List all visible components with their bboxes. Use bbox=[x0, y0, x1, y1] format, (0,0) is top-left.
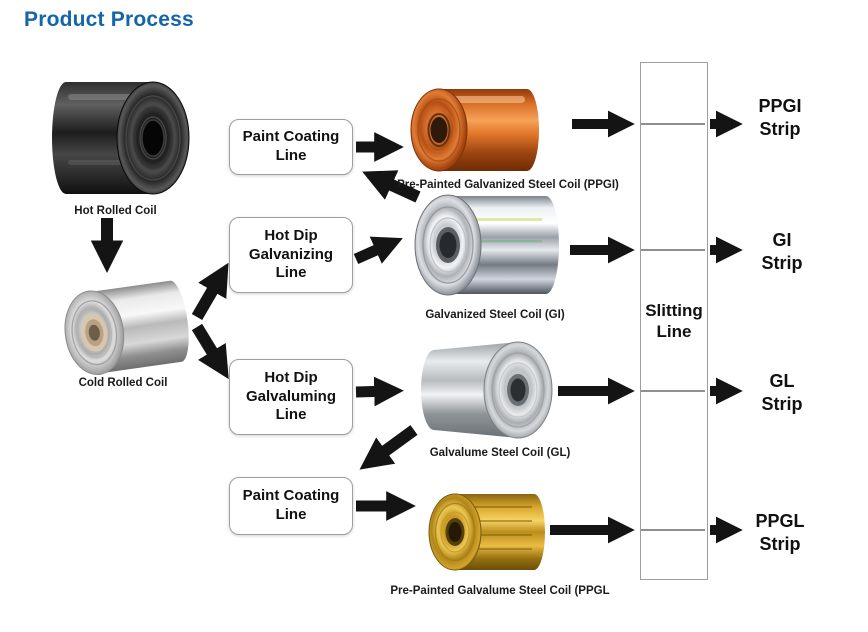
process-box-hot-dip-galvanizing-label: Hot Dip Galvanizing Line bbox=[248, 226, 334, 282]
process-box-hot-dip-galvaluming: Hot Dip Galvaluming Line bbox=[229, 359, 353, 435]
arrow-galvanizing-to-gi bbox=[353, 236, 403, 265]
process-box-paint-coating-top: Paint Coating Line bbox=[229, 119, 353, 175]
process-box-paint-coating-bottom: Paint Coating Line bbox=[229, 477, 353, 535]
ppgi-coil-image bbox=[405, 80, 545, 180]
hot-rolled-coil-image bbox=[38, 72, 193, 204]
slitting-line-box: Slitting Line bbox=[640, 62, 708, 580]
output-label-ppgl-strip: PPGL Strip bbox=[755, 511, 805, 554]
slitting-pass-line-ppgi bbox=[641, 123, 705, 125]
output-label-gi-strip: GI Strip bbox=[761, 230, 803, 273]
arrow-gl-to-paint-bottom bbox=[359, 425, 418, 470]
page-title: Product Process bbox=[24, 8, 194, 31]
process-box-hot-dip-galvaluming-label: Hot Dip Galvaluming Line bbox=[245, 368, 337, 424]
hot-rolled-coil-label: Hot Rolled Coil bbox=[74, 205, 157, 217]
slitting-line-label: Slitting Line bbox=[645, 300, 703, 341]
ppgl-coil-image bbox=[422, 486, 552, 578]
process-box-paint-coating-bottom-label: Paint Coating Line bbox=[242, 487, 340, 523]
ppgi-coil-label: Pre-Painted Galvanized Steel Coil (PPGI) bbox=[397, 179, 619, 191]
arrow-galvaluming-to-gl bbox=[355, 376, 404, 407]
process-box-hot-dip-galvanizing: Hot Dip Galvanizing Line bbox=[229, 217, 353, 293]
arrow-cold-to-galvaluming bbox=[191, 323, 229, 380]
gl-coil-image bbox=[410, 336, 555, 444]
output-label-gl-strip: GL Strip bbox=[761, 371, 803, 414]
cold-rolled-coil-image bbox=[52, 269, 205, 388]
gi-coil-label: Galvanized Steel Coil (GI) bbox=[425, 309, 565, 321]
process-box-paint-coating-top-label: Paint Coating Line bbox=[242, 128, 340, 164]
slitting-pass-line-gl bbox=[641, 390, 705, 392]
slitting-pass-line-ppgl bbox=[641, 529, 705, 531]
gi-coil-image bbox=[408, 186, 568, 304]
output-label-ppgi-strip: PPGI Strip bbox=[758, 96, 802, 139]
cold-rolled-coil-label: Cold Rolled Coil bbox=[78, 377, 168, 389]
slitting-pass-line-gi bbox=[641, 249, 705, 251]
arrow-gi-to-paint-top bbox=[362, 170, 421, 203]
ppgl-coil-label: Pre-Painted Galvalume Steel Coil (PPGL bbox=[390, 585, 610, 597]
arrow-cold-to-galvanizing bbox=[191, 262, 229, 321]
gl-coil-label: Galvalume Steel Coil (GL) bbox=[429, 447, 571, 459]
